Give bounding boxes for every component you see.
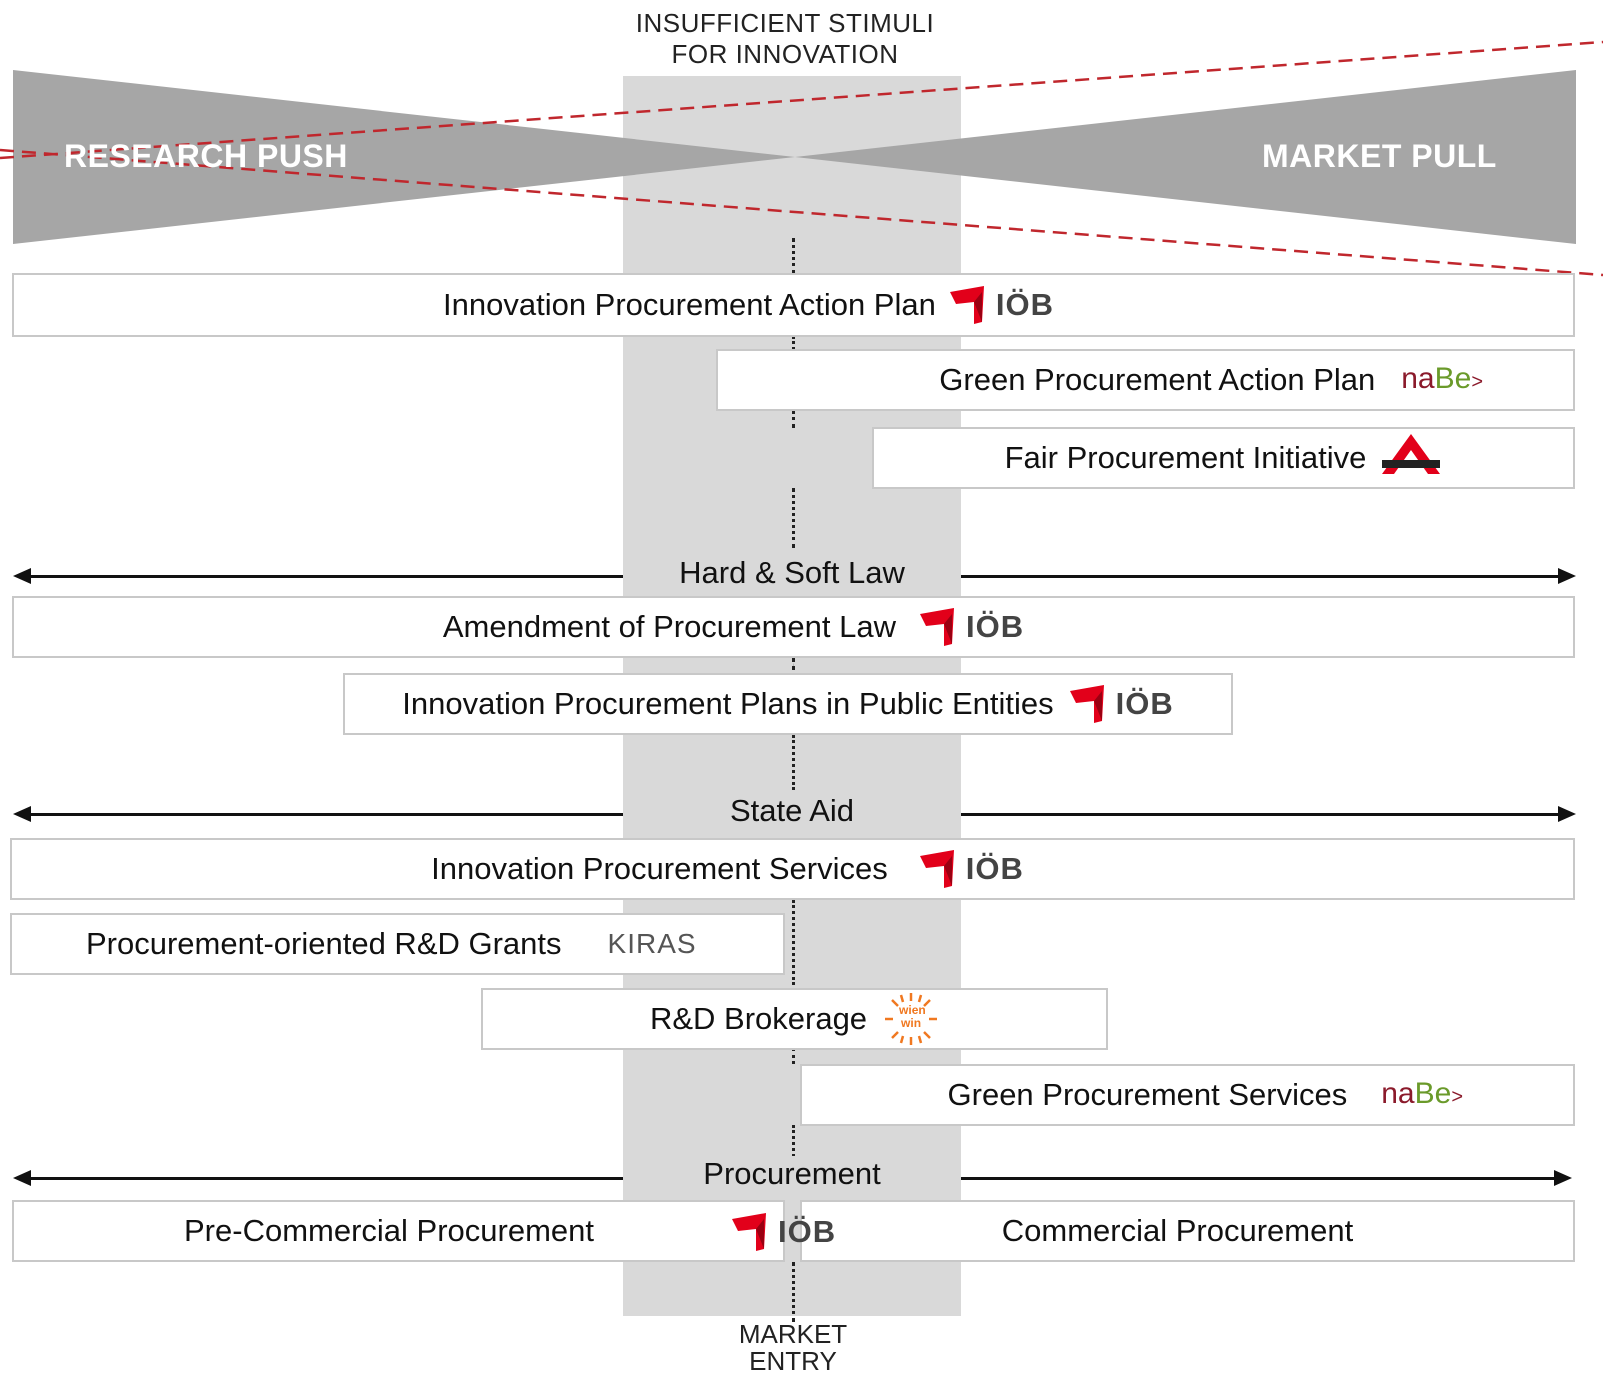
ioeb-text: IÖB: [1115, 686, 1174, 721]
market-entry-line1: MARKET: [738, 1319, 848, 1349]
market-entry-dotted-line: [792, 1262, 795, 1322]
section-procurement: Procurement: [623, 1156, 961, 1192]
market-entry-dotted-line: [792, 658, 795, 670]
ioeb-arrow-icon: [732, 1213, 766, 1251]
ioeb-logo: IÖB: [1068, 683, 1174, 725]
bar-green-procurement-action-plan: Green Procurement Action Plan naBe>: [716, 349, 1575, 411]
kiras-text: KIRAS: [607, 928, 697, 959]
arrowhead-left: [13, 806, 31, 822]
bar-pre-commercial-procurement: Pre-Commercial Procurement: [12, 1200, 785, 1262]
bar-label: Innovation Procurement Action Plan: [443, 287, 936, 322]
hard-soft-law-arrow-left: [30, 575, 623, 578]
procurement-arrow-right: [961, 1177, 1554, 1180]
bar-label: Pre-Commercial Procurement: [184, 1213, 594, 1248]
win-text: win: [901, 1016, 922, 1030]
bar-label: Commercial Procurement: [1001, 1213, 1354, 1248]
bar-rd-brokerage: R&D Brokerage wien win: [481, 988, 1108, 1050]
market-entry-dotted-line: [792, 336, 795, 350]
state-aid-arrow-right: [961, 813, 1558, 816]
ioeb-arrow-icon: [1069, 685, 1104, 723]
bar-procurement-oriented-rd-grants: Procurement-oriented R&D Grants KIRAS: [10, 913, 785, 975]
bar-label: Green Procurement Action Plan: [939, 362, 1376, 397]
ioeb-text: IÖB: [966, 609, 1025, 644]
ioeb-logo: IÖB: [918, 606, 1024, 648]
market-entry-dotted-line: [792, 1125, 795, 1157]
ioeb-logo: IÖB: [948, 284, 1054, 326]
arrowhead-right: [1554, 1170, 1572, 1186]
bar-green-procurement-services: Green Procurement Services naBe>: [800, 1064, 1575, 1126]
ioeb-arrow-icon: [919, 850, 954, 888]
bar-innovation-procurement-services: Innovation Procurement Services IÖB: [10, 838, 1575, 900]
market-entry-dotted-line: [792, 238, 795, 274]
header-line2: FOR INNOVATION: [671, 39, 899, 69]
procurement-arrow-left: [30, 1177, 623, 1180]
ioeb-text: IÖB: [778, 1214, 837, 1249]
section-state-aid: State Aid: [623, 793, 961, 829]
nabe-logo: naBe>: [1381, 1076, 1463, 1110]
market-entry-dotted-line: [792, 488, 795, 548]
market-entry-dotted-line: [792, 900, 795, 985]
wien-text: wien: [899, 1003, 926, 1017]
research-push-triangle: [13, 70, 795, 244]
arrowhead-left: [13, 1170, 31, 1186]
push-pull-funnel: [0, 40, 1603, 277]
hard-soft-law-arrow-right: [961, 575, 1558, 578]
market-pull-label: MARKET PULL: [1262, 138, 1497, 174]
bar-innovation-procurement-plans-public-entities: Innovation Procurement Plans in Public E…: [343, 673, 1233, 735]
bar-amendment-of-procurement-law: Amendment of Procurement Law IÖB: [12, 596, 1575, 658]
arrowhead-right: [1558, 568, 1576, 584]
ioeb-logo: IÖB: [918, 848, 1024, 890]
faire-vergaben-logo: [1380, 432, 1442, 484]
bar-label: Procurement-oriented R&D Grants: [86, 926, 562, 961]
ioeb-arrow-icon: [949, 286, 984, 324]
bar-label: Fair Procurement Initiative: [1004, 440, 1367, 475]
cross-line-2: [0, 148, 1603, 277]
market-entry-dotted-line: [792, 735, 795, 790]
arrowhead-right: [1558, 806, 1576, 822]
bar-label: Innovation Procurement Services: [431, 851, 888, 886]
section-hard-soft-law: Hard & Soft Law: [623, 555, 961, 591]
market-entry-line2: ENTRY: [749, 1346, 837, 1376]
bar-commercial-procurement: Commercial Procurement: [800, 1200, 1575, 1262]
cross-line-1: [0, 40, 1603, 160]
bar-fair-procurement-initiative: Fair Procurement Initiative: [872, 427, 1575, 489]
bar-label: Amendment of Procurement Law: [442, 609, 897, 644]
ioeb-logo: IÖB: [730, 1211, 836, 1253]
bar-label: Green Procurement Services: [947, 1077, 1348, 1112]
bar-innovation-procurement-action-plan: Innovation Procurement Action Plan IÖB: [12, 273, 1575, 337]
arrowhead-left: [13, 568, 31, 584]
bar-label: R&D Brokerage: [649, 1001, 868, 1036]
ioeb-arrow-icon: [920, 608, 955, 646]
sunburst-icon: [885, 993, 938, 1045]
ioeb-text: IÖB: [965, 851, 1024, 886]
market-entry-dotted-line: [792, 410, 795, 428]
faire-vergaben-icon: [1382, 434, 1441, 474]
wien-win-logo: wien win: [883, 991, 939, 1047]
ioeb-text: IÖB: [995, 287, 1054, 322]
kiras-logo: KIRAS: [608, 928, 697, 960]
state-aid-arrow-left: [30, 813, 623, 816]
header-line1: INSUFFICIENT STIMULI: [635, 8, 935, 38]
nabe-logo: naBe>: [1401, 361, 1483, 395]
research-push-label: RESEARCH PUSH: [64, 138, 348, 174]
market-pull-triangle: [795, 70, 1576, 244]
market-entry-dotted-line: [792, 1048, 795, 1064]
bar-label: Innovation Procurement Plans in Public E…: [402, 686, 1054, 721]
